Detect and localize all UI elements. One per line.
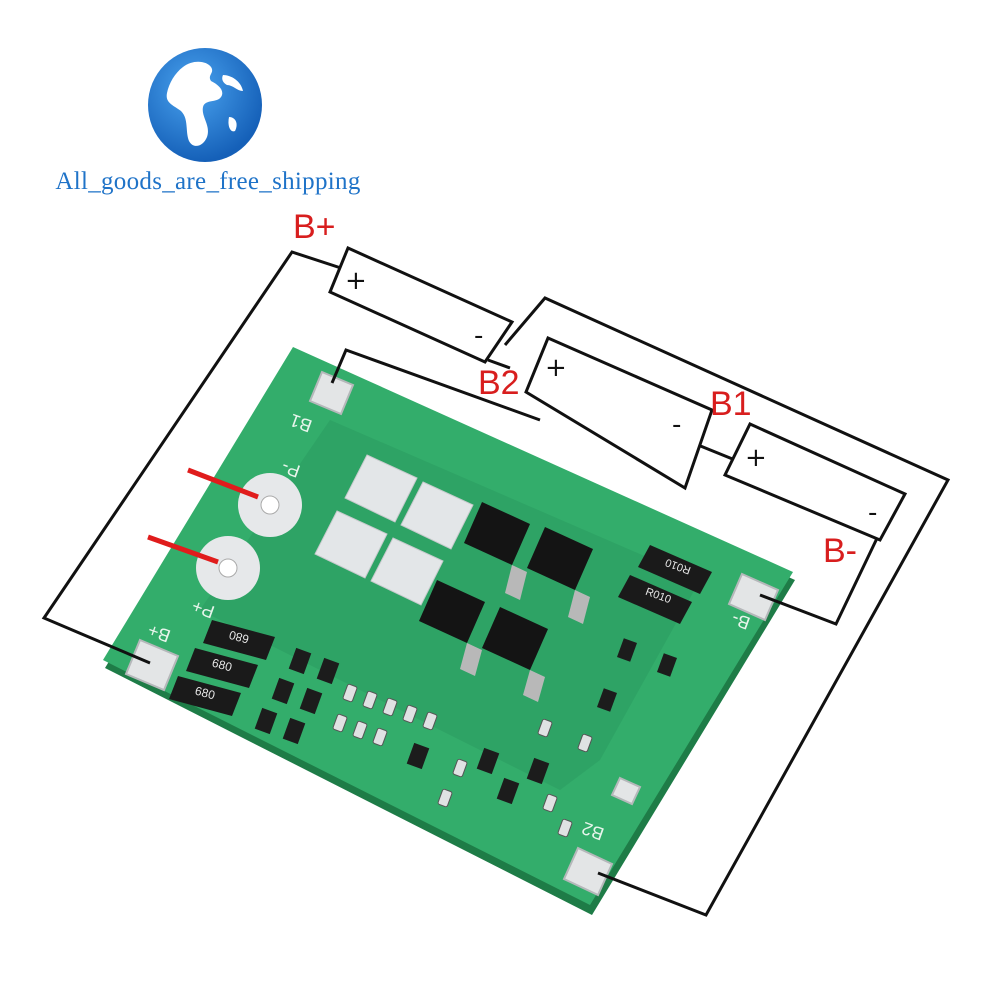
b2-label: B2 [478, 364, 520, 402]
resistors-680 [169, 620, 275, 716]
cell-1-plus: + [345, 266, 367, 296]
b1-label: B1 [710, 385, 752, 423]
red-lead-bottom [147, 534, 219, 565]
cell-2-minus: - [672, 410, 682, 440]
solder-pads [124, 370, 780, 897]
cell-3 [722, 422, 908, 542]
wiring [41, 250, 951, 917]
cell-1-minus: - [474, 321, 484, 351]
cell-3-minus: - [868, 498, 878, 528]
cell-2 [524, 336, 714, 491]
globe-icon [148, 48, 262, 162]
cell-2-plus: + [545, 353, 567, 383]
heatsink-pads [314, 454, 474, 606]
red-lead-top [187, 467, 259, 500]
cell-3-plus: + [745, 443, 767, 473]
smd-components [254, 638, 677, 805]
mosfets [419, 502, 593, 702]
shunt-resistors [618, 545, 712, 624]
b-plus-label: B+ [293, 208, 336, 246]
cell-1 [328, 245, 515, 364]
b-minus-label: B- [823, 532, 857, 570]
watermark-text: All_goods_are_free_shipping [55, 168, 361, 195]
